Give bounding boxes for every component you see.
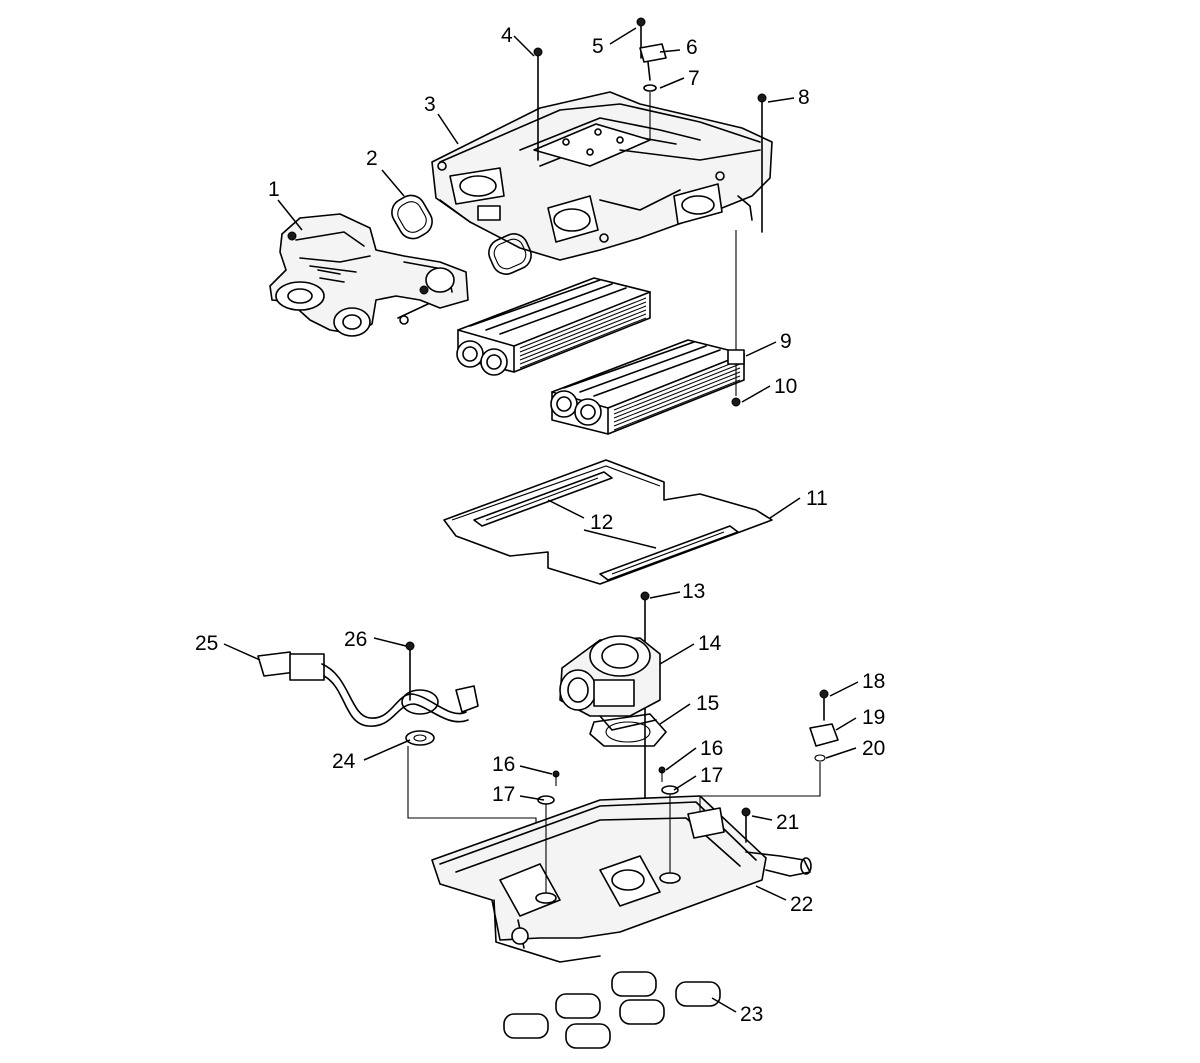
callout-8: 8 xyxy=(798,86,810,109)
callout-25: 25 xyxy=(195,632,218,655)
callout-5: 5 xyxy=(592,35,604,58)
callout-17-left: 17 xyxy=(492,783,515,806)
callout-15: 15 xyxy=(696,692,719,715)
callout-10: 10 xyxy=(774,375,797,398)
callout-17-right: 17 xyxy=(700,764,723,787)
lower-intake-gasket xyxy=(443,459,773,585)
callout-3: 3 xyxy=(424,93,436,116)
callout-11: 11 xyxy=(806,487,828,510)
lower-intake-manifold xyxy=(431,766,812,963)
callout-26: 26 xyxy=(344,628,367,651)
callout-16-left: 16 xyxy=(492,753,515,776)
callout-21: 21 xyxy=(776,811,799,834)
upper-intake-manifold xyxy=(431,91,773,261)
throttle-body-assembly xyxy=(559,591,667,821)
pressure-sensor xyxy=(699,689,839,812)
intercooler-cores xyxy=(456,277,745,435)
callout-20: 20 xyxy=(862,737,885,760)
callout-4: 4 xyxy=(501,24,513,47)
intake-port-seals xyxy=(503,971,721,1049)
callout-1: 1 xyxy=(268,178,280,201)
callout-14: 14 xyxy=(698,632,722,655)
callout-7: 7 xyxy=(688,67,700,90)
callout-labels: 1 2 3 4 5 6 7 8 9 10 11 12 13 14 15 16 1… xyxy=(195,24,885,1026)
leader-lines xyxy=(223,27,859,1013)
callout-22: 22 xyxy=(790,893,813,916)
callout-16-right: 16 xyxy=(700,737,723,760)
throttle-adapter-assembly xyxy=(269,213,469,337)
callout-23: 23 xyxy=(740,1003,763,1026)
callout-6: 6 xyxy=(686,36,698,59)
callout-13: 13 xyxy=(682,580,705,603)
callout-24: 24 xyxy=(332,750,356,773)
callout-18: 18 xyxy=(862,670,885,693)
manifold-seals xyxy=(391,194,532,275)
sensor-harness xyxy=(257,641,537,860)
callout-12: 12 xyxy=(590,511,613,534)
callout-19: 19 xyxy=(862,706,885,729)
callout-2: 2 xyxy=(366,147,378,170)
upper-fasteners xyxy=(533,17,767,407)
callout-9: 9 xyxy=(780,330,792,353)
